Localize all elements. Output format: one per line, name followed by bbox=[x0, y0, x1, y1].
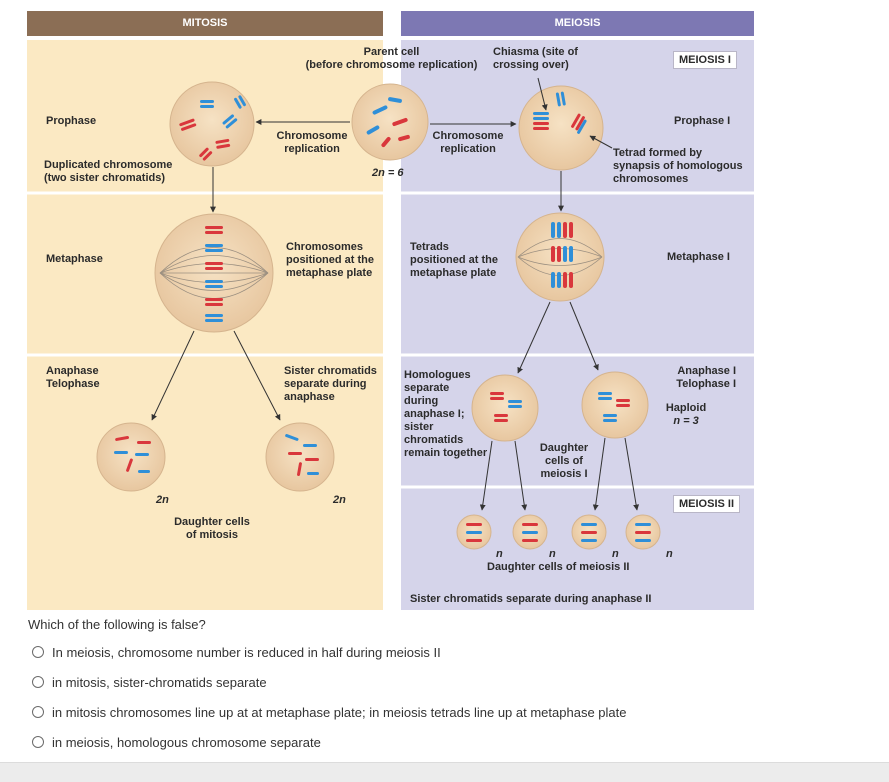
n-label-3: n bbox=[612, 548, 619, 560]
option-label: in mitosis, sister-chromatids separate bbox=[52, 674, 267, 690]
answer-option-4[interactable]: in meiosis, homologous chromosome separa… bbox=[32, 732, 321, 752]
two-n-right-label: 2n bbox=[333, 494, 346, 506]
meiosis-1-badge: MEIOSIS I bbox=[673, 51, 737, 69]
sister-chromatids-meiosis-2-label: Sister chromatids separate during anapha… bbox=[410, 593, 652, 605]
radio-button[interactable] bbox=[32, 736, 44, 748]
option-label: in meiosis, homologous chromosome separa… bbox=[52, 734, 321, 750]
meiosis-1-daughter-left bbox=[471, 374, 539, 442]
metaphase-label: Metaphase bbox=[46, 253, 103, 265]
process-arrows bbox=[151, 77, 640, 511]
radio-button[interactable] bbox=[32, 706, 44, 718]
meiosis-prophase-cell bbox=[518, 85, 604, 171]
meiosis-2-badge: MEIOSIS II bbox=[673, 495, 741, 513]
duplicated-chromosome-label: Duplicated chromosome(two sister chromat… bbox=[44, 159, 173, 184]
mitosis-meiosis-figure: MITOSIS MEIOSIS MEIOSIS I MEIOSIS II Par… bbox=[27, 11, 754, 610]
prophase-label: Prophase bbox=[46, 115, 97, 127]
meiosis-header-bar bbox=[401, 11, 754, 36]
mitosis-metaphase-cell bbox=[154, 213, 274, 333]
option-label: in mitosis chromosomes line up at at met… bbox=[52, 704, 627, 720]
meiosis-header: MEIOSIS bbox=[554, 17, 601, 29]
meiosis-2-daughter-4 bbox=[625, 514, 661, 550]
prophase-1-label: Prophase I bbox=[674, 115, 731, 127]
radio-button[interactable] bbox=[32, 676, 44, 688]
metaphase-1-label: Metaphase I bbox=[667, 251, 730, 263]
meiosis-2-daughter-2 bbox=[512, 514, 548, 550]
mitosis-prophase-cell bbox=[169, 81, 255, 167]
radio-button[interactable] bbox=[32, 646, 44, 658]
mitosis-header-bar bbox=[27, 11, 383, 36]
parent-cell bbox=[351, 83, 429, 161]
meiosis-metaphase-cell bbox=[515, 212, 605, 302]
option-label: In meiosis, chromosome number is reduced… bbox=[52, 644, 441, 660]
meiosis-1-daughter-right bbox=[581, 371, 649, 439]
question-text: Which of the following is false? bbox=[28, 617, 206, 632]
daughter-cells-meiosis-2-label: Daughter cells of meiosis II bbox=[487, 561, 630, 573]
two-n-six-label: 2n = 6 bbox=[372, 167, 404, 179]
meiosis-2-daughter-1 bbox=[456, 514, 492, 550]
n-label-2: n bbox=[549, 548, 556, 560]
n-label-4: n bbox=[666, 548, 673, 560]
answer-option-3[interactable]: in mitosis chromosomes line up at at met… bbox=[32, 702, 626, 722]
parent-cell-label: Parent cell(before chromosome replicatio… bbox=[305, 46, 478, 71]
meiosis-2-daughter-3 bbox=[571, 514, 607, 550]
mitosis-daughter-cell-left bbox=[96, 422, 166, 492]
mitosis-daughter-cell-right bbox=[265, 422, 335, 492]
n-label-1: n bbox=[496, 548, 503, 560]
bottom-bar bbox=[0, 762, 889, 782]
answer-option-1[interactable]: In meiosis, chromosome number is reduced… bbox=[32, 642, 441, 662]
answer-option-2[interactable]: in mitosis, sister-chromatids separate bbox=[32, 672, 267, 692]
figure-graphics bbox=[27, 11, 754, 610]
two-n-left-label: 2n bbox=[156, 494, 169, 506]
mitosis-header: MITOSIS bbox=[182, 17, 228, 29]
